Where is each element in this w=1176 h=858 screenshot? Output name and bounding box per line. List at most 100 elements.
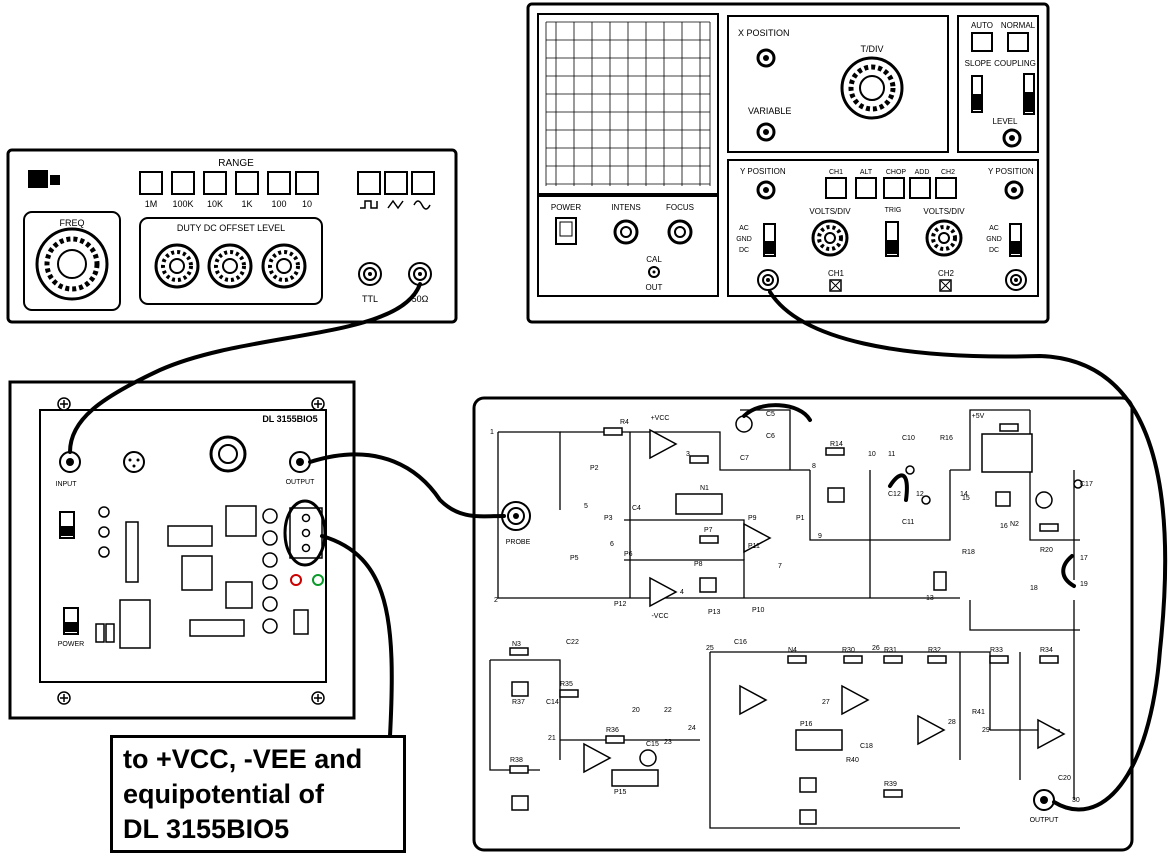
module-input-label: INPUT	[56, 481, 78, 488]
trigger-level-knob[interactable]	[1004, 130, 1020, 146]
sine-wave-button[interactable]	[412, 172, 434, 194]
mode-label-alt: ALT	[860, 169, 873, 176]
point-label: 8	[812, 463, 816, 470]
part-label: R31	[884, 647, 897, 654]
range-button-1k[interactable]	[236, 172, 258, 194]
auto-button[interactable]	[972, 33, 992, 51]
focus-label: FOCUS	[666, 203, 694, 212]
part-label: P1	[796, 515, 805, 522]
triangle-wave-button[interactable]	[385, 172, 407, 194]
part-label: N1	[700, 485, 709, 492]
x-position-knob[interactable]	[758, 50, 774, 66]
freq-knob[interactable]	[37, 229, 107, 299]
mode-button-alt[interactable]	[856, 178, 876, 198]
point-label: 26	[872, 645, 880, 652]
ch1-coupling-gnd: GND	[736, 236, 752, 243]
normal-button[interactable]	[1008, 33, 1028, 51]
dc-offset-knob[interactable]	[209, 245, 251, 287]
vee-label: -VCC	[651, 613, 668, 620]
point-label: 2	[494, 597, 498, 604]
part-label: C6	[766, 433, 775, 440]
part-label: R16	[940, 435, 953, 442]
intensity-knob[interactable]	[615, 221, 637, 243]
range-button-10k[interactable]	[204, 172, 226, 194]
ch1-y-position-knob[interactable]	[758, 182, 774, 198]
output-50-connector[interactable]	[409, 263, 431, 285]
part-label: N4	[788, 647, 797, 654]
mounting-screw-icon	[312, 692, 324, 704]
point-label: 27	[822, 699, 830, 706]
part-label: P11	[748, 543, 760, 550]
range-button-100[interactable]	[268, 172, 290, 194]
mode-label-chop: CHOP	[886, 169, 907, 176]
part-label: C22	[566, 639, 579, 646]
module-power-label: POWER	[58, 641, 84, 648]
point-label: 10	[868, 451, 876, 458]
part-label: R34	[1040, 647, 1053, 654]
ch2-volts-div-knob[interactable]	[927, 221, 961, 255]
ch1-volts-div-knob[interactable]	[813, 221, 847, 255]
module-output-connector[interactable]	[290, 452, 310, 472]
volts2-label: VOLTS/DIV	[923, 207, 965, 216]
cal-label: CAL	[646, 255, 662, 264]
point-label: 24	[688, 725, 696, 732]
board-output-connector[interactable]	[1034, 790, 1054, 810]
point-label: 16	[1000, 523, 1008, 530]
mode-button-ch2[interactable]	[936, 178, 956, 198]
part-label: P5	[570, 555, 579, 562]
part-label: R35	[560, 681, 573, 688]
part-label: C10	[902, 435, 915, 442]
ch1-input-connector[interactable]	[758, 270, 778, 290]
ttl-connector[interactable]	[359, 263, 381, 285]
level-knob[interactable]	[263, 245, 305, 287]
square-wave-button[interactable]	[358, 172, 380, 194]
mode-button-ch1[interactable]	[826, 178, 846, 198]
focus-knob[interactable]	[669, 221, 691, 243]
part-label: C20	[1058, 775, 1071, 782]
point-label: 1	[490, 429, 494, 436]
ch2-input-connector[interactable]	[1006, 270, 1026, 290]
freq-label: FREQ	[59, 218, 84, 228]
ypos2-label: Y POSITION	[988, 167, 1034, 176]
function-generator: RANGE 1M 100K 10K 1K 100 10 FREQ	[8, 150, 456, 322]
note-line-1: to +VCC, -VEE and	[123, 742, 393, 777]
part-label: C7	[740, 455, 749, 462]
mounting-screw-icon	[58, 398, 70, 410]
part-label: R41	[972, 709, 985, 716]
part-label: C16	[734, 639, 747, 646]
rotary-selector-knob[interactable]	[211, 437, 245, 471]
point-label: 12	[916, 491, 924, 498]
point-label: 13	[926, 595, 934, 602]
part-label: C17	[1080, 481, 1093, 488]
trig-label: TRIG	[885, 207, 902, 214]
point-label: 5	[584, 503, 588, 510]
cal-terminal[interactable]	[649, 267, 659, 277]
ch2-y-position-knob[interactable]	[1006, 182, 1022, 198]
part-label: C14	[546, 699, 559, 706]
knobs-label: DUTY DC OFFSET LEVEL	[177, 223, 285, 233]
part-label: P13	[708, 609, 721, 616]
time-div-knob[interactable]	[842, 58, 902, 118]
range-button-10[interactable]	[296, 172, 318, 194]
duty-knob[interactable]	[156, 245, 198, 287]
probe-connector[interactable]	[502, 502, 530, 530]
mode-button-chop[interactable]	[884, 178, 904, 198]
part-label: P8	[694, 561, 703, 568]
range-value-5: 100	[271, 199, 286, 209]
range-button-1m[interactable]	[140, 172, 162, 194]
point-label: 19	[1080, 581, 1088, 588]
part-label: R30	[842, 647, 855, 654]
slope-label: SLOPE	[965, 59, 992, 68]
auto-label: AUTO	[971, 21, 993, 30]
variable-knob[interactable]	[758, 124, 774, 140]
part-label: R14	[830, 441, 843, 448]
module-input-connector[interactable]	[60, 452, 80, 472]
part-label: P6	[624, 551, 633, 558]
part-label: R37	[512, 699, 525, 706]
range-button-100k[interactable]	[172, 172, 194, 194]
din-connector[interactable]	[124, 452, 144, 472]
part-label: R33	[990, 647, 1003, 654]
mode-button-add[interactable]	[910, 178, 930, 198]
timediv-label: T/DIV	[860, 44, 883, 54]
